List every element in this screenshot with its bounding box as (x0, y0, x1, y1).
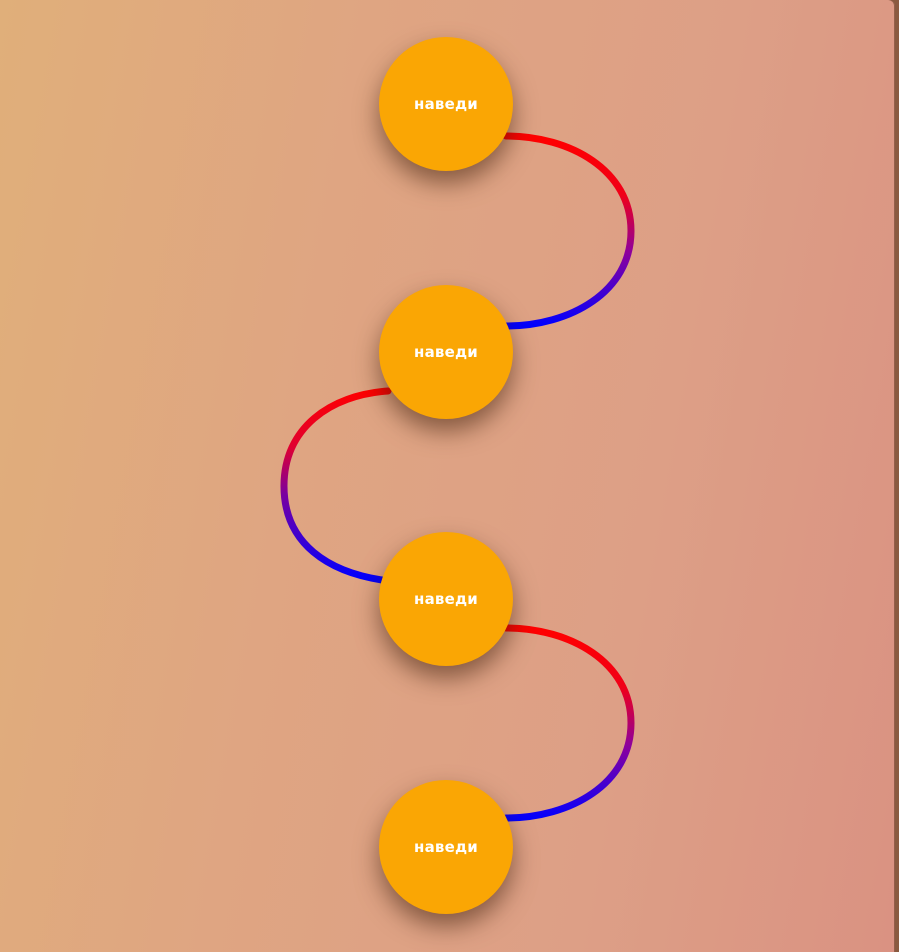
hover-circle-label: наведи (414, 590, 478, 608)
wire-3-4 (502, 624, 635, 822)
hover-circle-label: наведи (414, 838, 478, 856)
hover-circle-label: наведи (414, 343, 478, 361)
wire-2-3 (280, 387, 392, 584)
hover-circle-4[interactable]: наведи (379, 780, 513, 914)
hover-circle-3[interactable]: наведи (379, 532, 513, 666)
hover-circle-1[interactable]: наведи (379, 37, 513, 171)
hover-circle-2[interactable]: наведи (379, 285, 513, 419)
hover-circle-label: наведи (414, 95, 478, 113)
wire-1-2 (502, 132, 635, 330)
